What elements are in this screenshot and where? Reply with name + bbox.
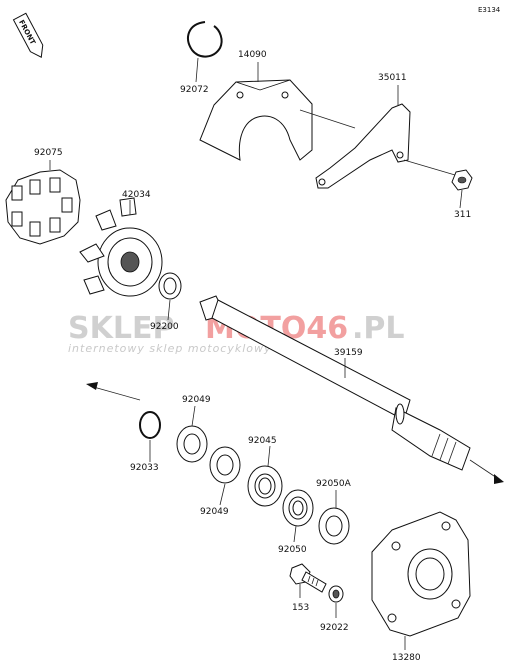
label-92200: 92200	[150, 322, 179, 332]
part-92022-washer	[328, 585, 344, 618]
part-92045-bearing	[247, 445, 283, 507]
label-42034: 42034	[122, 190, 151, 200]
part-42034-coupling	[79, 197, 163, 297]
label-92072: 92072	[180, 85, 209, 95]
part-92050-bearing	[282, 489, 314, 543]
part-14090-cover	[199, 62, 356, 161]
label-39159: 39159	[334, 348, 363, 358]
label-311: 311	[454, 210, 471, 220]
part-39159-drive-shaft	[86, 295, 504, 484]
part-92072-circlip	[187, 21, 223, 83]
part-153-bolt	[289, 563, 327, 598]
label-92033: 92033	[130, 463, 159, 473]
watermark-tagline: internetowy sklep motocyklowy	[68, 342, 272, 355]
part-92050A-seal	[318, 490, 350, 545]
part-92200-washer	[158, 272, 182, 321]
part-35011-bracket	[315, 85, 456, 189]
part-92033-circlip	[139, 411, 161, 462]
label-13280: 13280	[392, 653, 421, 663]
part-92075-damper	[5, 160, 81, 245]
front-direction-badge: FRONT	[12, 12, 44, 58]
label-92050A: 92050A	[316, 479, 352, 489]
part-92049-seal-bottom	[209, 446, 241, 506]
label-92045: 92045	[248, 436, 277, 446]
part-13280-housing	[371, 511, 471, 650]
label-92075: 92075	[34, 148, 63, 158]
part-92049-seal-top	[176, 405, 208, 463]
label-14090: 14090	[238, 50, 267, 60]
label-35011: 35011	[378, 73, 407, 83]
part-311-nut	[451, 169, 473, 209]
label-92049-top: 92049	[182, 395, 211, 405]
label-92049-bottom: 92049	[200, 507, 229, 517]
diagram-ref-code: E3134	[478, 6, 501, 14]
watermark: SKLEP MOTO46 .PL internetowy sklep motoc…	[68, 311, 405, 355]
watermark-brand-part1: SKLEP	[68, 311, 174, 346]
label-153: 153	[292, 603, 309, 613]
label-92050: 92050	[278, 545, 307, 555]
watermark-brand-part3: .PL	[352, 311, 405, 346]
label-92022: 92022	[320, 623, 349, 633]
